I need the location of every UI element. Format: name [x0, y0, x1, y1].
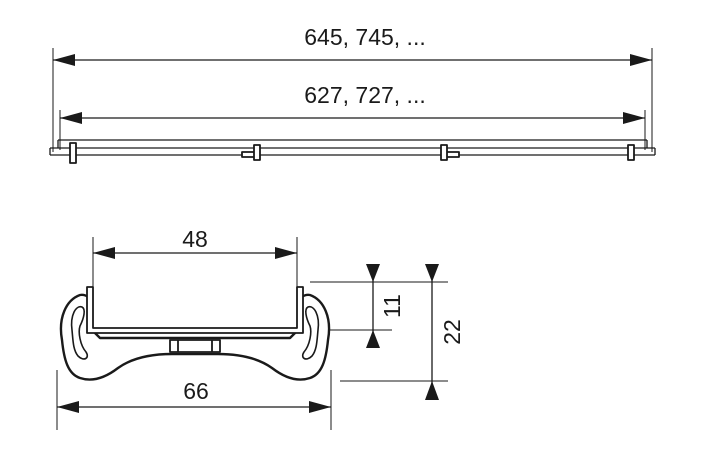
channel-side-view [49, 139, 656, 164]
width-outer-arrow-right [309, 401, 331, 413]
bracket-4 [627, 144, 635, 161]
height-small-label: 11 [379, 294, 405, 318]
width-inner-arrow-right [275, 247, 297, 259]
insert-tray [86, 286, 304, 334]
section-view: 48 66 11 22 [56, 226, 465, 430]
drain-profile [59, 293, 331, 381]
bracket-2 [241, 144, 261, 161]
height-total-arrow-bottom [425, 381, 439, 400]
bracket-3 [440, 144, 460, 161]
inner-length-arrow-right [623, 112, 645, 124]
height-total-arrow-top [425, 264, 439, 282]
width-outer-arrow-left [57, 401, 79, 413]
width-inner-label: 48 [182, 226, 208, 252]
outer-length-label: 645, 745, ... [304, 24, 425, 50]
height-total-label: 22 [439, 319, 465, 345]
outer-length-arrow-left [53, 54, 75, 66]
inner-length-arrow-left [60, 112, 82, 124]
height-small-arrow-bottom [366, 330, 380, 348]
outer-length-arrow-right [630, 54, 652, 66]
profile-slot-left [70, 306, 89, 360]
width-outer-label: 66 [183, 378, 209, 404]
height-small-arrow-top [366, 264, 380, 282]
bracket-1 [69, 142, 77, 164]
top-view: 645, 745, ... 627, 727, ... [49, 24, 656, 164]
width-inner-arrow-left [93, 247, 115, 259]
profile-slot-right [301, 306, 320, 360]
inner-length-label: 627, 727, ... [304, 82, 425, 108]
center-joint [169, 339, 221, 353]
